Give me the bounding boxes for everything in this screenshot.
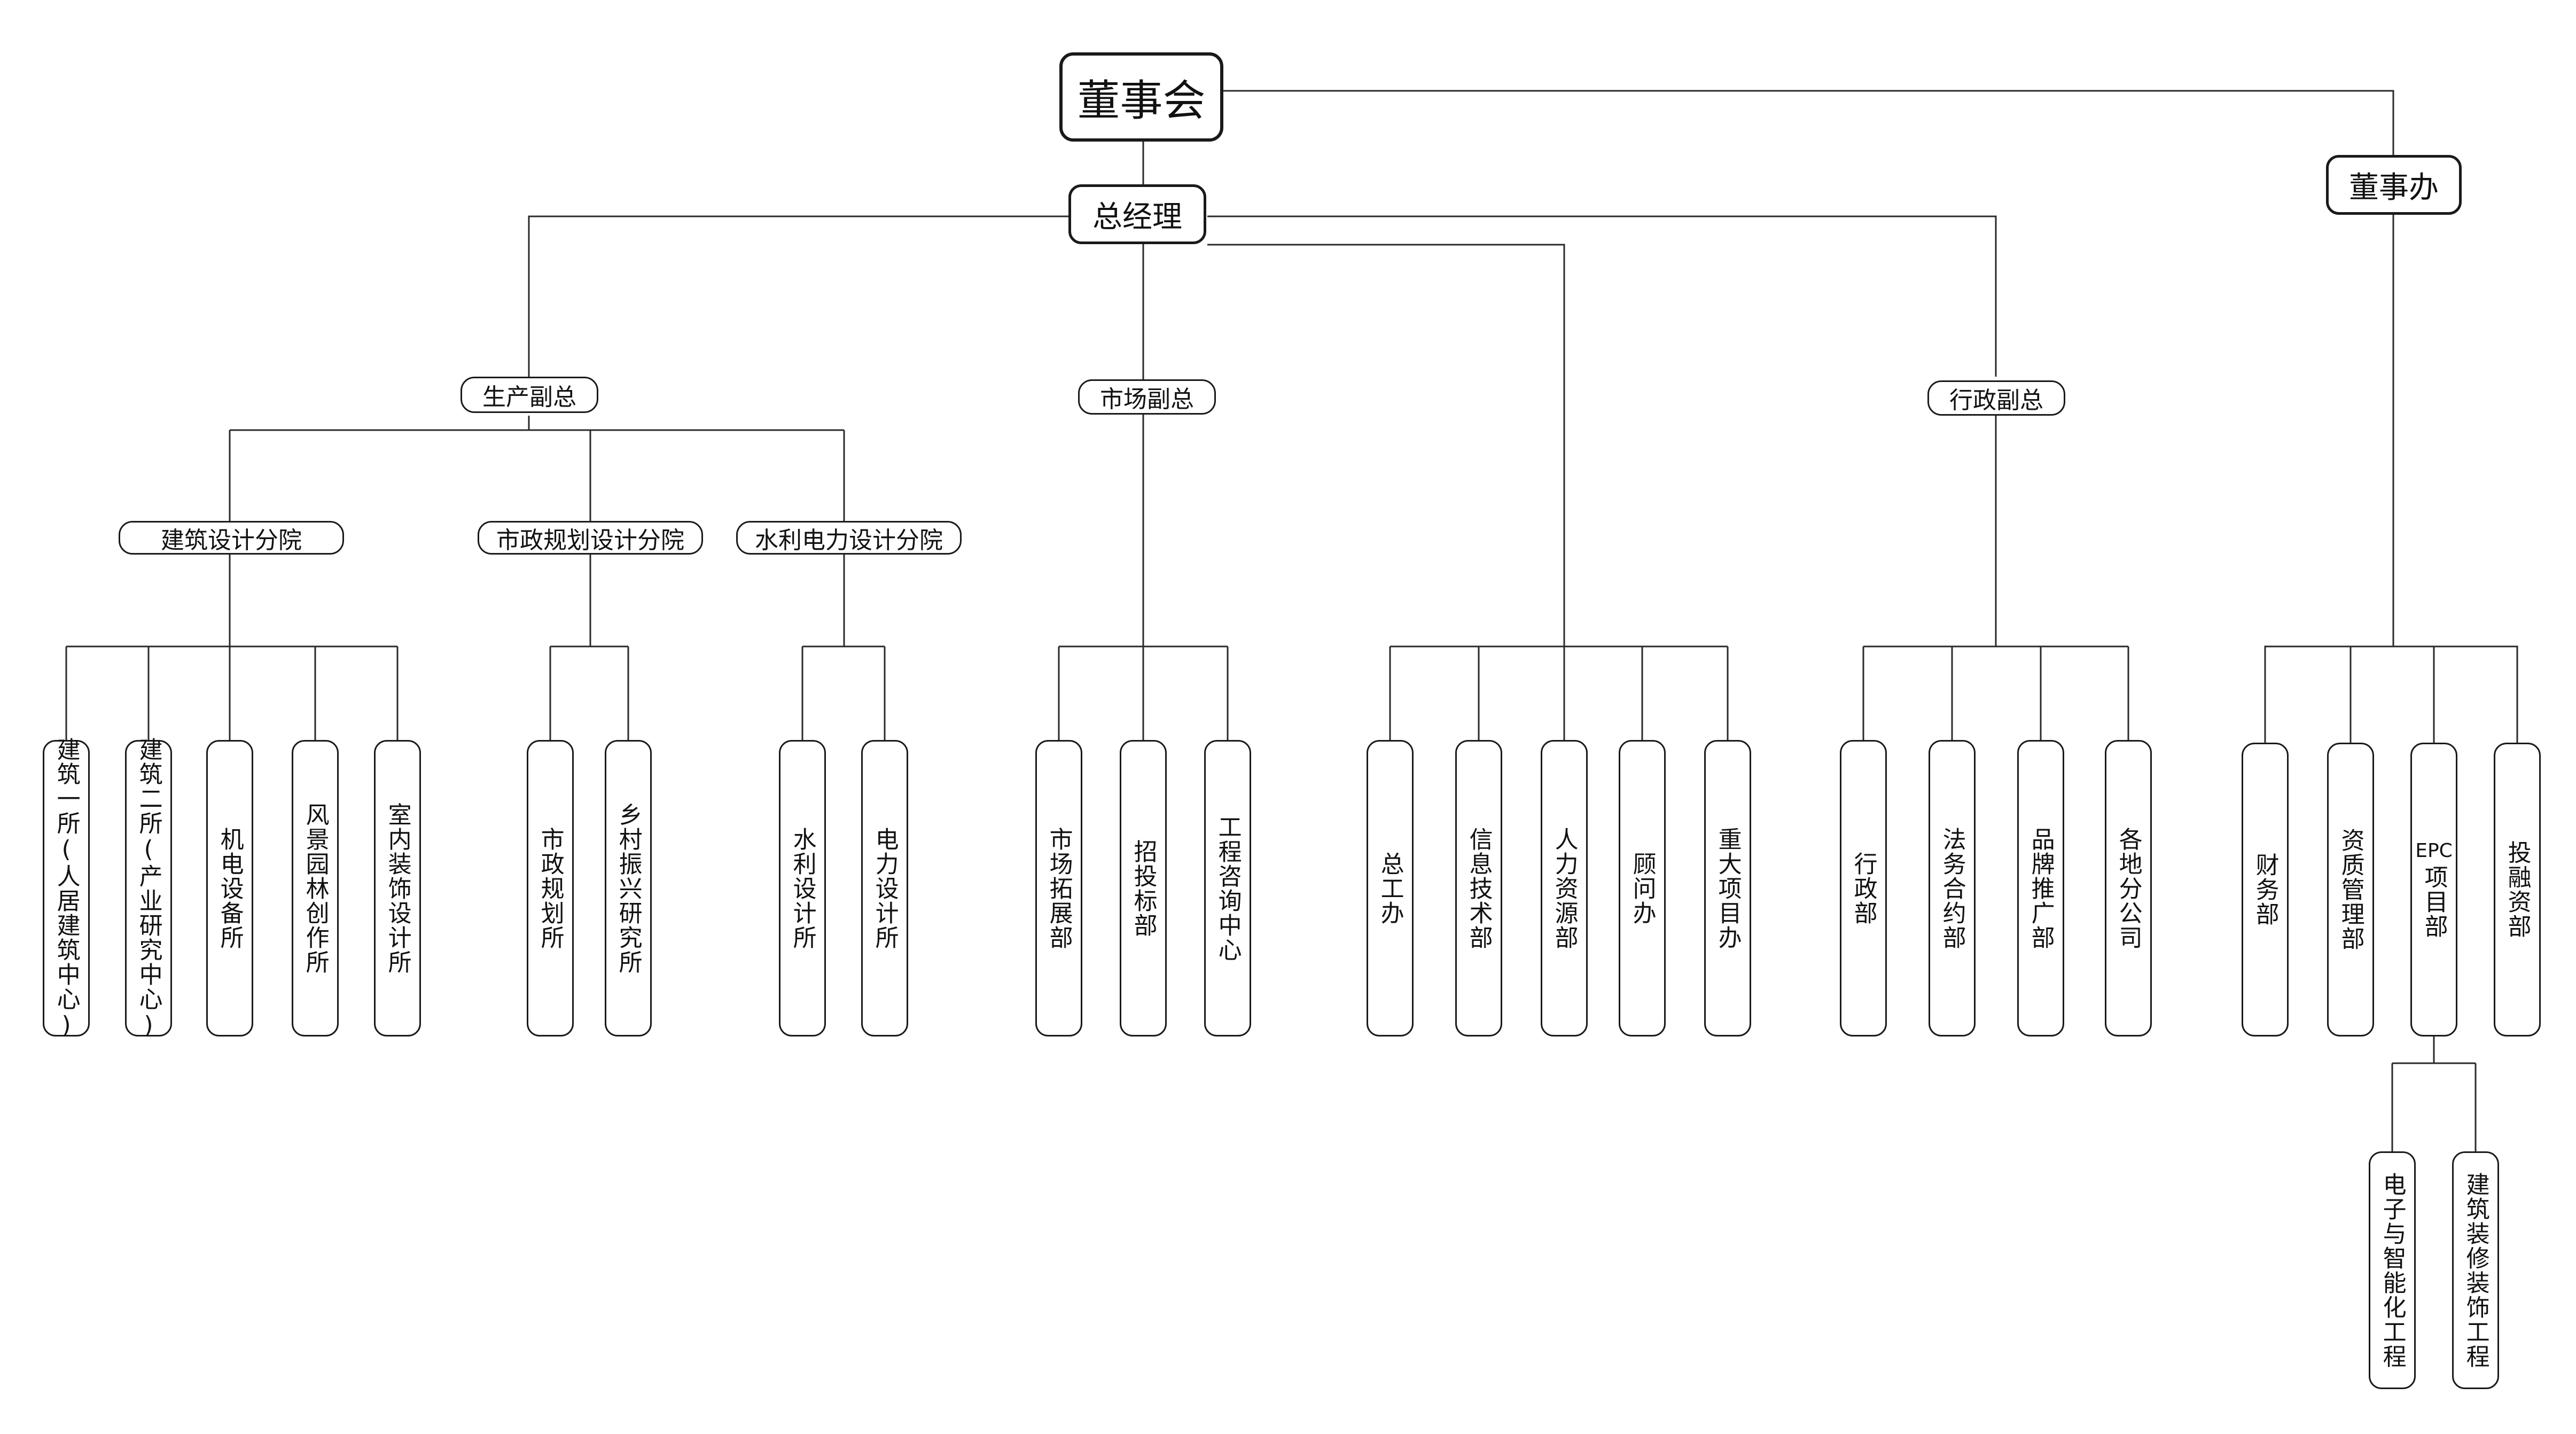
unit-arch-2: 建筑二所(产业研究中心) <box>125 737 172 1040</box>
unit-gm-1: 总工办 <box>1367 740 1414 1036</box>
unit-market-1: 市场拓展部 <box>1035 740 1082 1036</box>
unit-office-3: EPC 项目部 <box>2410 743 2457 1036</box>
unit-admin-3: 品牌推广部 <box>2017 740 2064 1036</box>
unit-municipal-1-label: 市政规划所 <box>536 827 564 950</box>
board-node: 董事会 <box>1059 52 1223 142</box>
unit-gm-4: 顾问办 <box>1619 740 1666 1036</box>
vp-production-label: 生产副总 <box>482 384 576 411</box>
unit-label-latin-part: EPC <box>2415 839 2453 862</box>
unit-municipal-2-label: 乡村振兴研究所 <box>614 802 642 975</box>
unit-gm-2-label: 信息技术部 <box>1465 827 1493 950</box>
unit-admin-4: 各地分公司 <box>2105 740 2152 1036</box>
unit-market-3: 工程咨询中心 <box>1204 740 1251 1036</box>
municipal-branch-node: 市政规划设计分院 <box>478 521 703 555</box>
unit-water-2: 电力设计所 <box>861 740 908 1036</box>
unit-gm-5-label: 重大项目办 <box>1714 827 1742 950</box>
unit-office-2-label: 资质管理部 <box>2337 828 2364 951</box>
unit-arch-1-label: 建筑一所(人居建筑中心) <box>52 737 80 1040</box>
unit-epc-2-label: 建筑装修装饰工程 <box>2462 1172 2489 1369</box>
unit-admin-2-label: 法务合约部 <box>1938 827 1966 950</box>
vp-market-node: 市场副总 <box>1078 379 1216 415</box>
unit-gm-5: 重大项目办 <box>1704 740 1751 1036</box>
unit-municipal-1: 市政规划所 <box>527 740 574 1036</box>
vp-production-node: 生产副总 <box>460 377 598 413</box>
unit-arch-5-label: 室内装饰设计所 <box>384 802 411 975</box>
unit-gm-4-label: 顾问办 <box>1628 851 1656 925</box>
unit-market-2: 招投标部 <box>1120 740 1167 1036</box>
water-power-branch-node: 水利电力设计分院 <box>736 521 962 555</box>
unit-admin-3-label: 品牌推广部 <box>2027 827 2055 950</box>
unit-office-4-label: 投融资部 <box>2503 840 2531 939</box>
unit-gm-3: 人力资源部 <box>1541 740 1588 1036</box>
unit-gm-1-label: 总工办 <box>1376 851 1404 925</box>
unit-epc-1: 电子与智能化工程 <box>2369 1151 2416 1389</box>
unit-admin-2: 法务合约部 <box>1929 740 1976 1036</box>
vp-admin-label: 行政副总 <box>1949 387 2043 414</box>
unit-market-2-label: 招投标部 <box>1129 839 1157 938</box>
unit-admin-1: 行政部 <box>1840 740 1887 1036</box>
unit-gm-2: 信息技术部 <box>1455 740 1502 1036</box>
general-manager-label: 总经理 <box>1092 199 1182 235</box>
architecture-branch-label: 建筑设计分院 <box>161 526 302 554</box>
unit-gm-3-label: 人力资源部 <box>1550 827 1578 950</box>
unit-water-1-label: 水利设计所 <box>789 827 816 950</box>
unit-label-cjk-part: 项目部 <box>2420 865 2448 939</box>
unit-admin-4-label: 各地分公司 <box>2114 827 2142 950</box>
unit-arch-2-label: 建筑二所(产业研究中心) <box>135 737 162 1040</box>
unit-admin-1-label: 行政部 <box>1849 851 1877 925</box>
board-label: 董事会 <box>1077 75 1206 126</box>
unit-arch-1: 建筑一所(人居建筑中心) <box>43 737 90 1040</box>
unit-market-3-label: 工程咨询中心 <box>1214 814 1242 962</box>
unit-arch-4-label: 风景园林创作所 <box>301 802 329 975</box>
unit-office-4: 投融资部 <box>2494 743 2541 1036</box>
unit-water-2-label: 电力设计所 <box>871 827 899 950</box>
unit-arch-4: 风景园林创作所 <box>292 740 339 1036</box>
architecture-branch-node: 建筑设计分院 <box>119 521 344 555</box>
unit-arch-3-label: 机电设备所 <box>216 827 244 950</box>
unit-office-2: 资质管理部 <box>2327 743 2374 1036</box>
general-manager-node: 总经理 <box>1068 184 1206 244</box>
unit-office-1-label: 财务部 <box>2251 853 2279 926</box>
unit-office-1: 财务部 <box>2242 743 2289 1036</box>
unit-epc-1-label: 电子与智能化工程 <box>2378 1172 2406 1369</box>
unit-market-1-label: 市场拓展部 <box>1045 827 1073 950</box>
vp-admin-node: 行政副总 <box>1927 380 2065 416</box>
municipal-branch-label: 市政规划设计分院 <box>496 526 684 554</box>
unit-arch-3: 机电设备所 <box>206 740 253 1036</box>
unit-municipal-2: 乡村振兴研究所 <box>605 740 652 1036</box>
vp-market-label: 市场副总 <box>1100 386 1194 413</box>
water-power-branch-label: 水利电力设计分院 <box>755 526 943 554</box>
unit-arch-5: 室内装饰设计所 <box>374 740 421 1036</box>
unit-water-1: 水利设计所 <box>779 740 826 1036</box>
board-office-node: 董事办 <box>2326 155 2462 215</box>
unit-epc-2: 建筑装修装饰工程 <box>2452 1151 2499 1389</box>
board-office-label: 董事办 <box>2349 170 2439 205</box>
